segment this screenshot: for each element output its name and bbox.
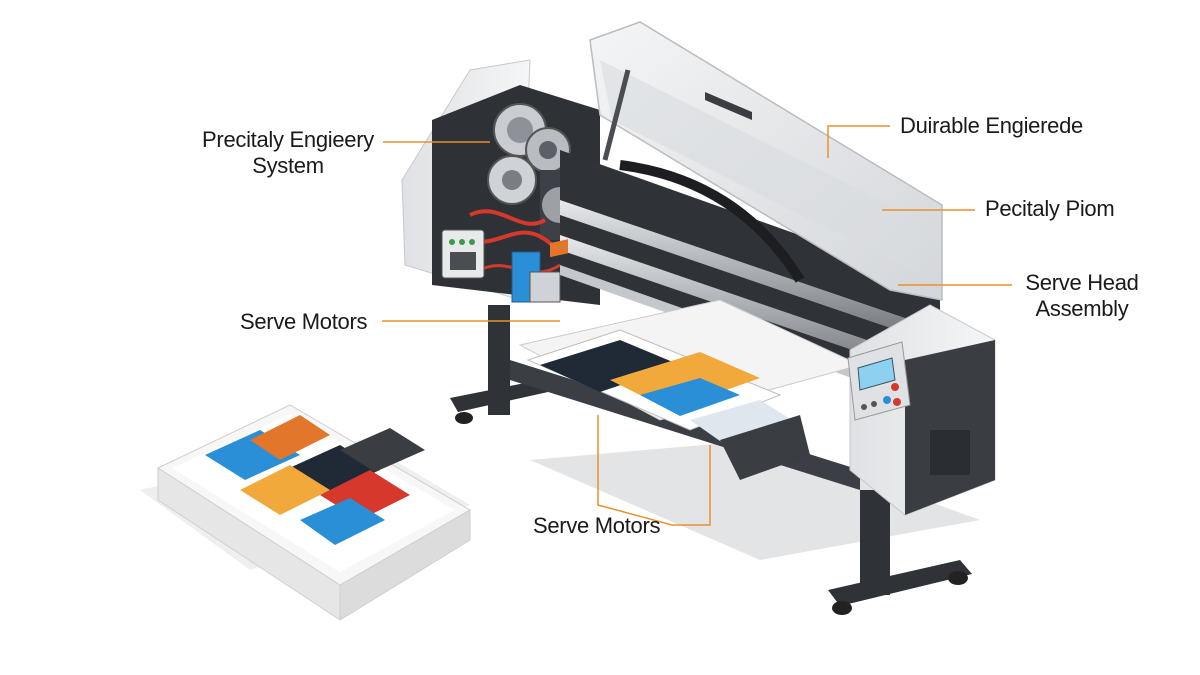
control-panel bbox=[847, 341, 911, 421]
callout-serve-head-line-2: Assembly bbox=[1035, 296, 1129, 321]
callout-durable-engierede-line-1: Duirable Engierede bbox=[900, 113, 1083, 138]
leader-durable-engierede bbox=[827, 125, 890, 158]
callout-serve-motors-bottom: Serve Motors bbox=[533, 513, 661, 539]
callout-serve-motors-left-line-1: Serve Motors bbox=[240, 309, 368, 334]
servo-motor-blue bbox=[511, 251, 561, 303]
precision-gear-system bbox=[487, 103, 580, 240]
callout-precitaly-engieery-line-2: System bbox=[252, 153, 324, 178]
callout-serve-head-line-1: Serve Head bbox=[1025, 270, 1139, 295]
control-module-left bbox=[441, 229, 485, 279]
callout-serve-motors-bottom-line-1: Serve Motors bbox=[533, 513, 661, 538]
leader-serve-motors-bottom bbox=[597, 415, 711, 526]
callout-pecitaly-piom-line-1: Pecitaly Piom bbox=[985, 196, 1115, 221]
printed-sheet-stack bbox=[156, 404, 471, 621]
callout-precitaly-engieery-line-1: Precitaly Engieery bbox=[202, 127, 374, 152]
callout-serve-motors-left: Serve Motors bbox=[240, 309, 368, 335]
paper-output-tray bbox=[518, 239, 862, 480]
callout-pecitaly-piom: Pecitaly Piom bbox=[985, 196, 1115, 222]
callout-precitaly-engieery: Precitaly Engieery System bbox=[192, 127, 384, 179]
leader-lines bbox=[382, 125, 1012, 526]
callout-serve-head: Serve Head Assembly bbox=[1012, 270, 1152, 322]
durable-lid bbox=[589, 21, 943, 301]
callout-durable-engierede: Duirable Engierede bbox=[900, 113, 1083, 139]
